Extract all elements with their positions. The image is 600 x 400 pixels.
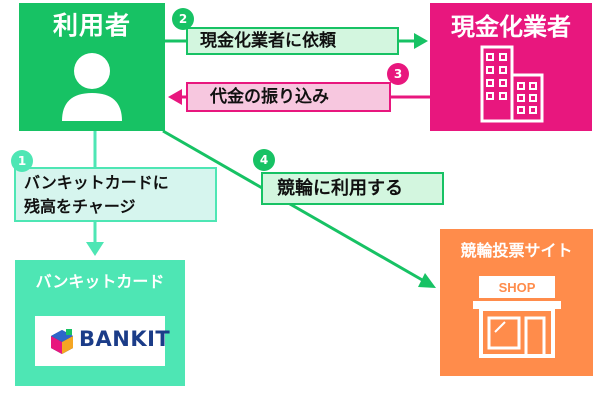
bankit-logo: BANKIT [35,316,170,366]
building-icon [480,45,544,123]
step-4-label: 競輪に利用する [261,172,444,205]
shop-icon: SHOP [473,276,561,358]
user-node: 利用者 [19,3,165,131]
step-2-label: 現金化業者に依頼 [186,27,399,55]
step-1-badge: 1 [11,150,33,172]
arrowhead-step-1 [86,242,104,256]
step-3-badge: 3 [387,63,409,85]
step-1-label-line-1: バンキットカードに [24,173,169,192]
step-3-label: 代金の振り込み [186,82,391,112]
step-2-badge: 2 [172,8,194,30]
person-icon [62,53,122,121]
arrowhead-step-4 [418,273,436,288]
exchanger-title: 現金化業者 [451,13,571,41]
arrowhead-step-2 [414,33,428,49]
bankit-card-title: バンキットカード [35,272,165,291]
shop-sign-text: SHOP [499,280,536,295]
step-1-label: バンキットカードに 残高をチャージ [14,167,217,222]
betting-site-title: 競輪投票サイト [460,241,573,260]
step-1-label-line-2: 残高をチャージ [24,197,136,216]
arrow-step-4 [162,129,425,283]
bankit-logo-mark [51,329,73,354]
user-title: 利用者 [52,11,131,40]
bankit-logo-text: BANKIT [79,327,171,351]
exchanger-node: 現金化業者 [430,3,592,131]
betting-site-node: 競輪投票サイト SHOP [440,229,593,376]
arrowhead-step-3 [168,89,182,105]
bankit-card-node: バンキットカード BANKIT [15,260,185,386]
step-4-badge: 4 [253,149,275,171]
